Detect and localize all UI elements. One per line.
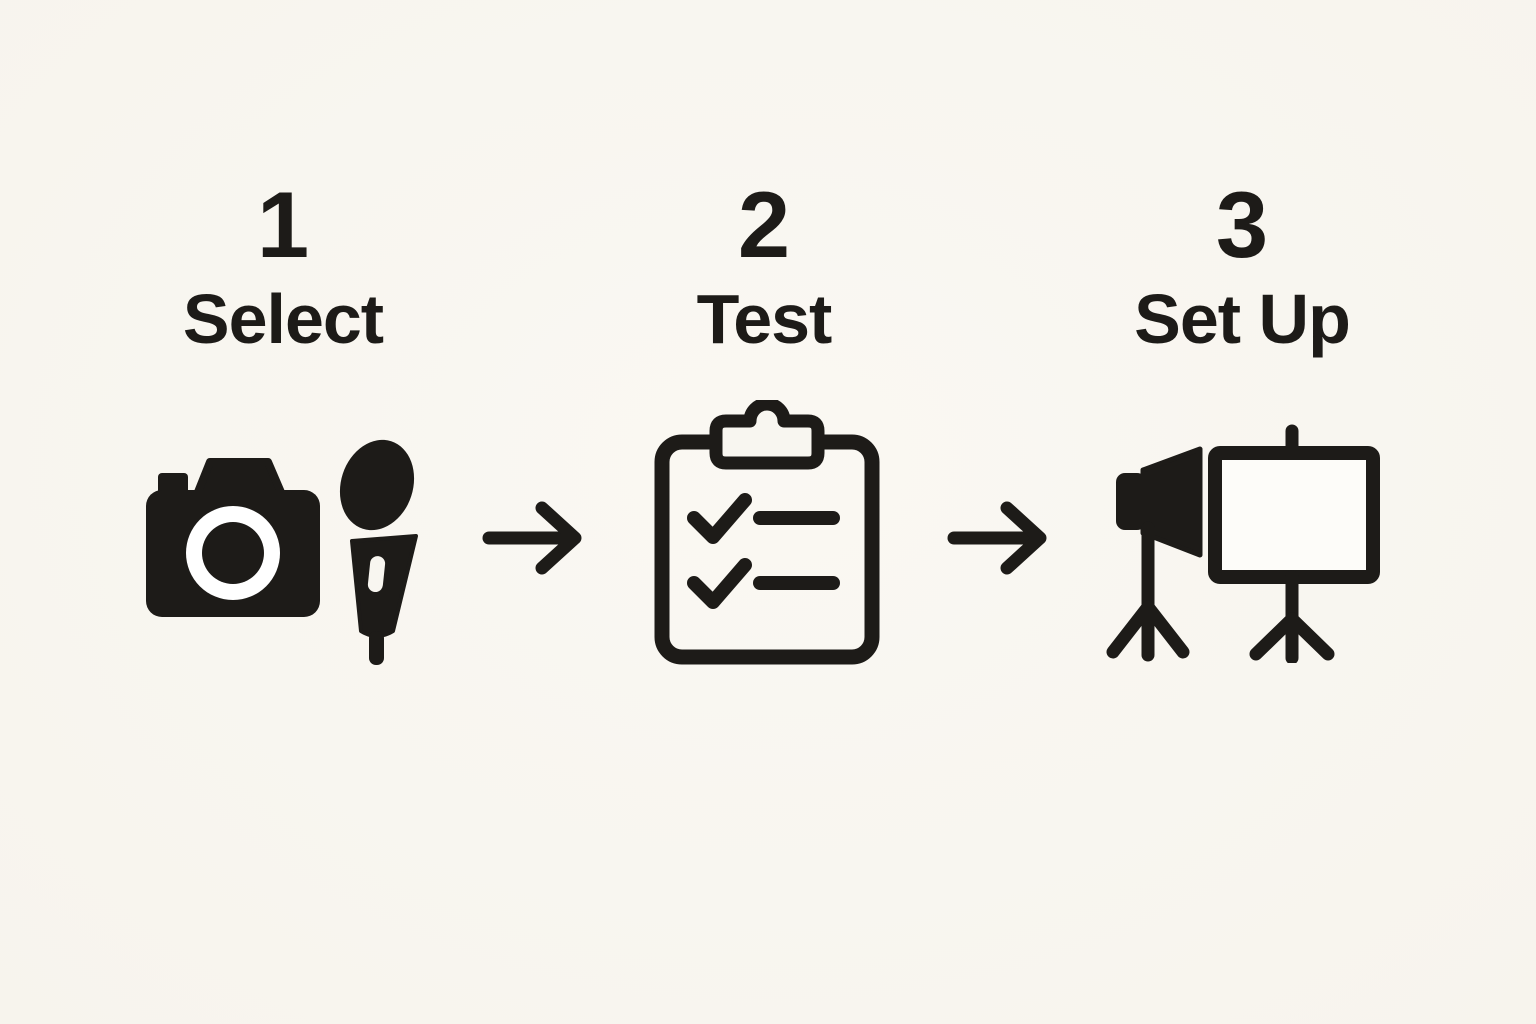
studio-setup-group: [1106, 424, 1380, 663]
step-3-icons: [1103, 423, 1383, 663]
step-1-icons: [140, 425, 430, 670]
arrow-2: [945, 498, 1060, 578]
step-2-icons: [650, 400, 880, 665]
camera-icon: [146, 458, 320, 617]
step-1-label: Select: [182, 280, 384, 358]
step-1-number: 1: [256, 172, 310, 277]
microphone-icon: [339, 439, 418, 665]
checklist-marks: [687, 493, 840, 609]
step-2-number: 2: [737, 172, 791, 277]
step-3-label: Set Up: [1134, 280, 1351, 358]
studio-light-icon: [1106, 446, 1203, 662]
presentation-board-icon: [1208, 424, 1380, 663]
arrow-right-icon: [947, 501, 1047, 575]
arrow-1: [480, 498, 595, 578]
step-3-number: 3: [1215, 172, 1269, 277]
arrow-right-icon: [482, 501, 582, 575]
clipboard-checklist-icon: [654, 400, 880, 665]
camera-and-microphone-group: [146, 439, 418, 665]
step-2-label: Test: [696, 280, 833, 358]
